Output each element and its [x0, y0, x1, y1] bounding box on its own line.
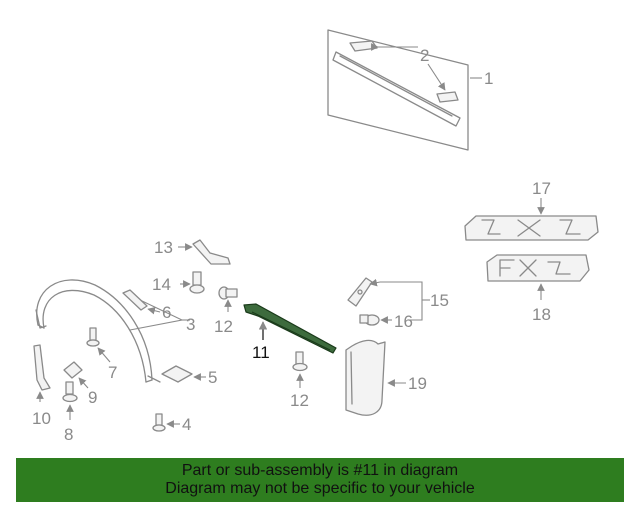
emblem-4x4	[464, 198, 599, 241]
clip-16	[359, 314, 392, 326]
callout-13: 13	[154, 238, 173, 257]
callout-12-lower: 12	[290, 391, 309, 410]
parts-diagram: 2 1 17 18 3 6 13	[32, 29, 599, 444]
callout-18: 18	[532, 305, 551, 324]
callout-19: 19	[408, 374, 427, 393]
callout-8: 8	[64, 425, 73, 444]
callout-2: 2	[420, 46, 429, 65]
callout-5: 5	[208, 368, 217, 387]
callout-15: 15	[430, 291, 449, 310]
callout-3: 3	[186, 315, 195, 334]
nut-clip-9	[63, 361, 89, 389]
callout-4: 4	[182, 415, 191, 434]
highlighted-part-11	[243, 303, 337, 354]
callout-11: 11	[252, 343, 270, 362]
running-board-kit	[327, 29, 482, 151]
callout-10: 10	[32, 409, 51, 428]
trim-strip-10	[33, 344, 51, 402]
banner-line-2: Diagram may not be specific to your vehi…	[165, 480, 475, 497]
mud-flap	[345, 339, 406, 416]
callout-16: 16	[394, 312, 413, 331]
step-pad-upper	[349, 40, 378, 52]
bracket-13	[178, 239, 231, 265]
callout-9: 9	[88, 388, 97, 407]
emblem-fx4	[486, 254, 590, 300]
wheel-opening-molding	[35, 279, 190, 383]
banner-line-1: Part or sub-assembly is #11 in diagram	[181, 462, 459, 479]
bracket-15	[347, 277, 430, 321]
pin-7	[86, 327, 111, 363]
callout-14: 14	[152, 275, 171, 294]
callout-6: 6	[162, 303, 171, 322]
bolt-8	[62, 381, 78, 420]
callout-7: 7	[108, 363, 117, 382]
pin-4	[152, 413, 180, 432]
bracket-6	[122, 289, 161, 315]
info-banner: Part or sub-assembly is #11 in diagram D…	[16, 458, 624, 502]
callout-17: 17	[532, 179, 551, 198]
nut-clip-5	[161, 365, 206, 383]
step-pad-lower	[436, 91, 459, 103]
screw-12-lower	[292, 351, 308, 388]
clip-12-upper	[218, 286, 238, 312]
callout-12-upper: 12	[214, 317, 233, 336]
callout-1: 1	[484, 69, 493, 88]
screw-14	[180, 271, 205, 294]
